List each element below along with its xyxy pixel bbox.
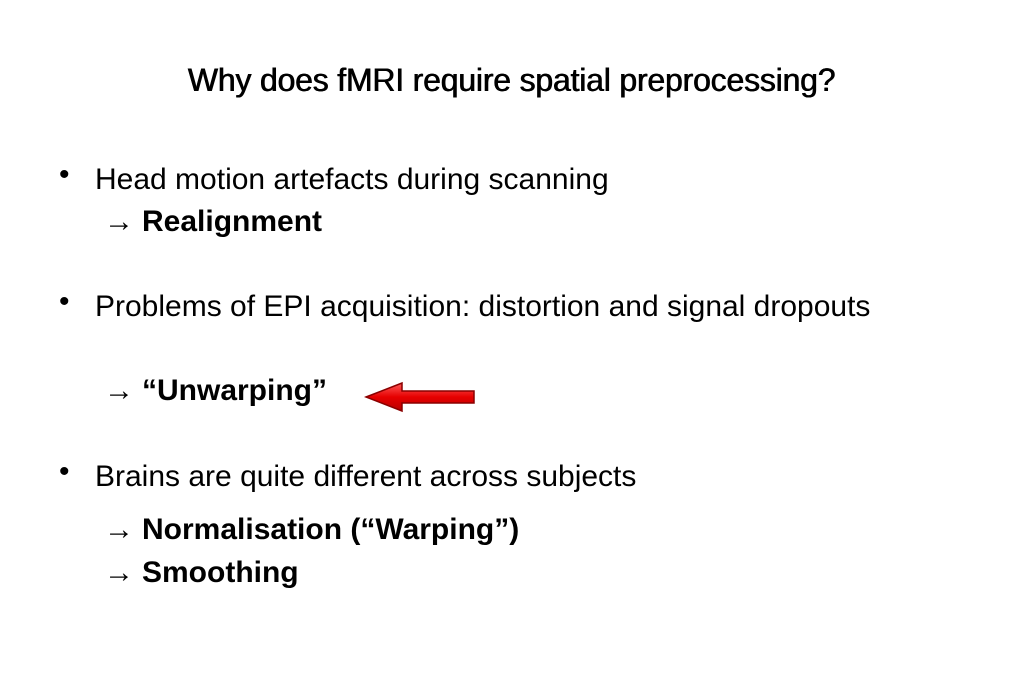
red-left-arrow-icon: [364, 381, 475, 413]
bullet-text-head-motion: Head motion artefacts during scanning: [95, 163, 609, 196]
result-label: Normalisation (“Warping”): [142, 513, 520, 546]
bullet-text-epi-problems: Problems of EPI acquisition: distortion …: [95, 290, 871, 323]
result-normalisation: →Normalisation (“Warping”): [104, 513, 519, 547]
result-unwarping: →“Unwarping”: [104, 374, 327, 408]
right-arrow-icon: →: [104, 556, 134, 589]
right-arrow-icon: →: [104, 205, 134, 238]
result-realignment: →Realignment: [104, 205, 322, 239]
result-label: Smoothing: [142, 556, 299, 589]
slide-title: Why does fMRI require spatial preprocess…: [187, 62, 836, 98]
bullet-glyph: •: [59, 158, 70, 191]
result-label: “Unwarping”: [142, 374, 327, 407]
right-arrow-icon: →: [104, 513, 134, 546]
bullet-text-brains-different: Brains are quite different across subjec…: [95, 460, 637, 493]
result-smoothing: →Smoothing: [104, 556, 299, 590]
right-arrow-icon: →: [104, 374, 134, 407]
bullet-glyph: •: [59, 455, 70, 488]
result-label: Realignment: [142, 205, 323, 238]
bullet-glyph: •: [59, 285, 70, 318]
